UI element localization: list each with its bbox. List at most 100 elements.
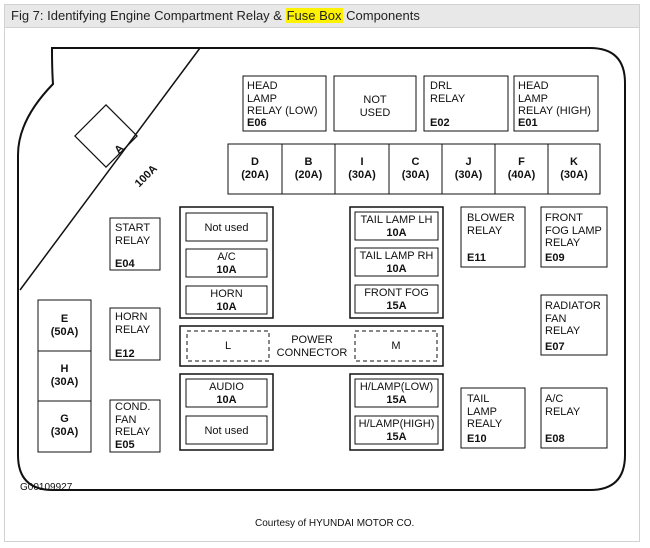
- fuse-group-outline: [349, 206, 444, 319]
- fuse-letter: G: [60, 413, 69, 425]
- relay-box-e08: [540, 387, 608, 449]
- fuse-c: C(30A): [389, 156, 442, 181]
- fuse-box-horn: [185, 285, 268, 315]
- relay-name: HEAD LAMP RELAY (LOW): [247, 80, 318, 117]
- fuse-name: AUDIO: [209, 381, 244, 393]
- title-suffix: Components: [342, 8, 420, 23]
- fuse-letter: J: [465, 156, 472, 168]
- fuse-amp: (30A): [50, 375, 79, 388]
- fuse-amp: (30A): [50, 425, 79, 438]
- fuse-amp: 10A: [216, 300, 237, 313]
- relay-code: E02: [430, 117, 450, 129]
- relay-name: RADIATOR FAN RELAY: [545, 300, 601, 337]
- fuse-box-tail-rh: [354, 247, 439, 277]
- relay-box-e11: [460, 206, 526, 268]
- fuse-d: D(20A): [228, 156, 282, 181]
- fuse-a-letter: A: [112, 142, 127, 157]
- fuse-amp: 15A: [386, 393, 407, 406]
- power-connector-m: M: [391, 340, 401, 352]
- power-connector-label: POWER CONNECTOR: [276, 334, 348, 359]
- relay-code: E07: [545, 341, 565, 353]
- fuse-name: TAIL LAMP RH: [359, 250, 434, 262]
- fuse-amp: (30A): [454, 168, 483, 181]
- relay-box-not-used: [333, 75, 417, 132]
- fuse-group-outline: [179, 206, 274, 319]
- fuse-box-ac: [185, 248, 268, 278]
- fuse-letter: F: [518, 156, 525, 168]
- fuse-f: F(40A): [495, 156, 548, 181]
- fuse-letter: H: [60, 363, 69, 375]
- relay-name: START RELAY: [115, 222, 151, 247]
- relay-name: DRL RELAY: [430, 80, 466, 105]
- relay-name: FRONT FOG LAMP RELAY: [545, 212, 602, 249]
- relay-code: E09: [545, 252, 565, 264]
- relay-name: HEAD LAMP RELAY (HIGH): [518, 80, 591, 117]
- fuse-name: A/C: [217, 251, 236, 263]
- relay-box-e10: [460, 387, 526, 449]
- relay-code: E10: [467, 433, 487, 445]
- fuse-letter: B: [304, 156, 313, 168]
- relay-box-e01: [513, 75, 599, 132]
- relay-code: E11: [467, 252, 486, 264]
- fuse-amp: (40A): [507, 168, 536, 181]
- fuse-hlamp-high: H/LAMP(HIGH)15A: [355, 418, 438, 443]
- relay-name: NOT USED: [359, 94, 391, 119]
- figure-title: Fig 7: Identifying Engine Compartment Re…: [4, 4, 640, 28]
- fuse-amp: 10A: [386, 262, 407, 275]
- relay-code: E08: [545, 433, 565, 445]
- relay-name: A/C RELAY: [545, 393, 581, 418]
- fuse-amp: (20A): [241, 168, 269, 181]
- fuse-amp: 15A: [386, 430, 407, 443]
- relay-box-e05: [109, 399, 161, 453]
- relay-box-e12: [109, 307, 161, 361]
- fuse-amp: (30A): [560, 168, 588, 181]
- fuse-hlamp-low: H/LAMP(LOW)15A: [355, 381, 438, 406]
- fuse-letter: E: [60, 313, 69, 325]
- fuse-box-front-fog: [354, 284, 439, 314]
- fuse-j: J(30A): [442, 156, 495, 181]
- relay-code: E06: [247, 117, 267, 129]
- title-prefix: Fig 7: Identifying Engine Compartment Re…: [11, 8, 286, 23]
- relay-name: TAIL LAMP REALY: [467, 393, 503, 430]
- fuse-box-not-used: [185, 212, 268, 242]
- fuse-box-hlamp-low: [354, 378, 439, 408]
- relay-box-e09: [540, 206, 608, 268]
- fuse-amp: (50A): [50, 325, 79, 338]
- relay-code: E04: [115, 258, 135, 270]
- courtesy-credit: Courtesy of HYUNDAI MOTOR CO.: [255, 518, 415, 529]
- fuse-b: B(20A): [282, 156, 335, 181]
- fuse-name: H/LAMP(HIGH): [358, 418, 435, 430]
- fuse-letter: C: [411, 156, 420, 168]
- housing-corner-guide: [19, 47, 201, 291]
- fuse-amp: (30A): [401, 168, 430, 181]
- fuse-box-housing: [17, 47, 626, 491]
- fuse-amp: (20A): [294, 168, 323, 181]
- fuse-name: HORN: [210, 288, 243, 300]
- fuse-k: K(30A): [548, 156, 600, 181]
- fuse-name: Not used: [204, 222, 249, 234]
- fuse-amp: 10A: [386, 226, 407, 239]
- fuse-h: H(30A): [38, 363, 91, 388]
- figure-ref-code: G00109927: [20, 482, 73, 493]
- fuse-amp: 15A: [386, 299, 407, 312]
- relay-box-e04: [109, 217, 161, 271]
- fuse-i: I(30A): [335, 156, 389, 181]
- fuse-group-outline: [179, 373, 274, 451]
- power-connector-l: L: [224, 340, 232, 352]
- fuse-name: TAIL LAMP LH: [360, 214, 433, 226]
- relay-box-e02: [423, 75, 509, 132]
- relay-box-e06: [242, 75, 327, 132]
- fuse-amp: 10A: [216, 263, 237, 276]
- relay-name: COND. FAN RELAY: [115, 401, 151, 438]
- fuse-g: G(30A): [38, 413, 91, 438]
- relay-code: E05: [115, 439, 135, 451]
- fuse-box-hlamp-high: [354, 415, 439, 445]
- relay-code: E12: [115, 348, 135, 360]
- figure-frame: [4, 27, 640, 542]
